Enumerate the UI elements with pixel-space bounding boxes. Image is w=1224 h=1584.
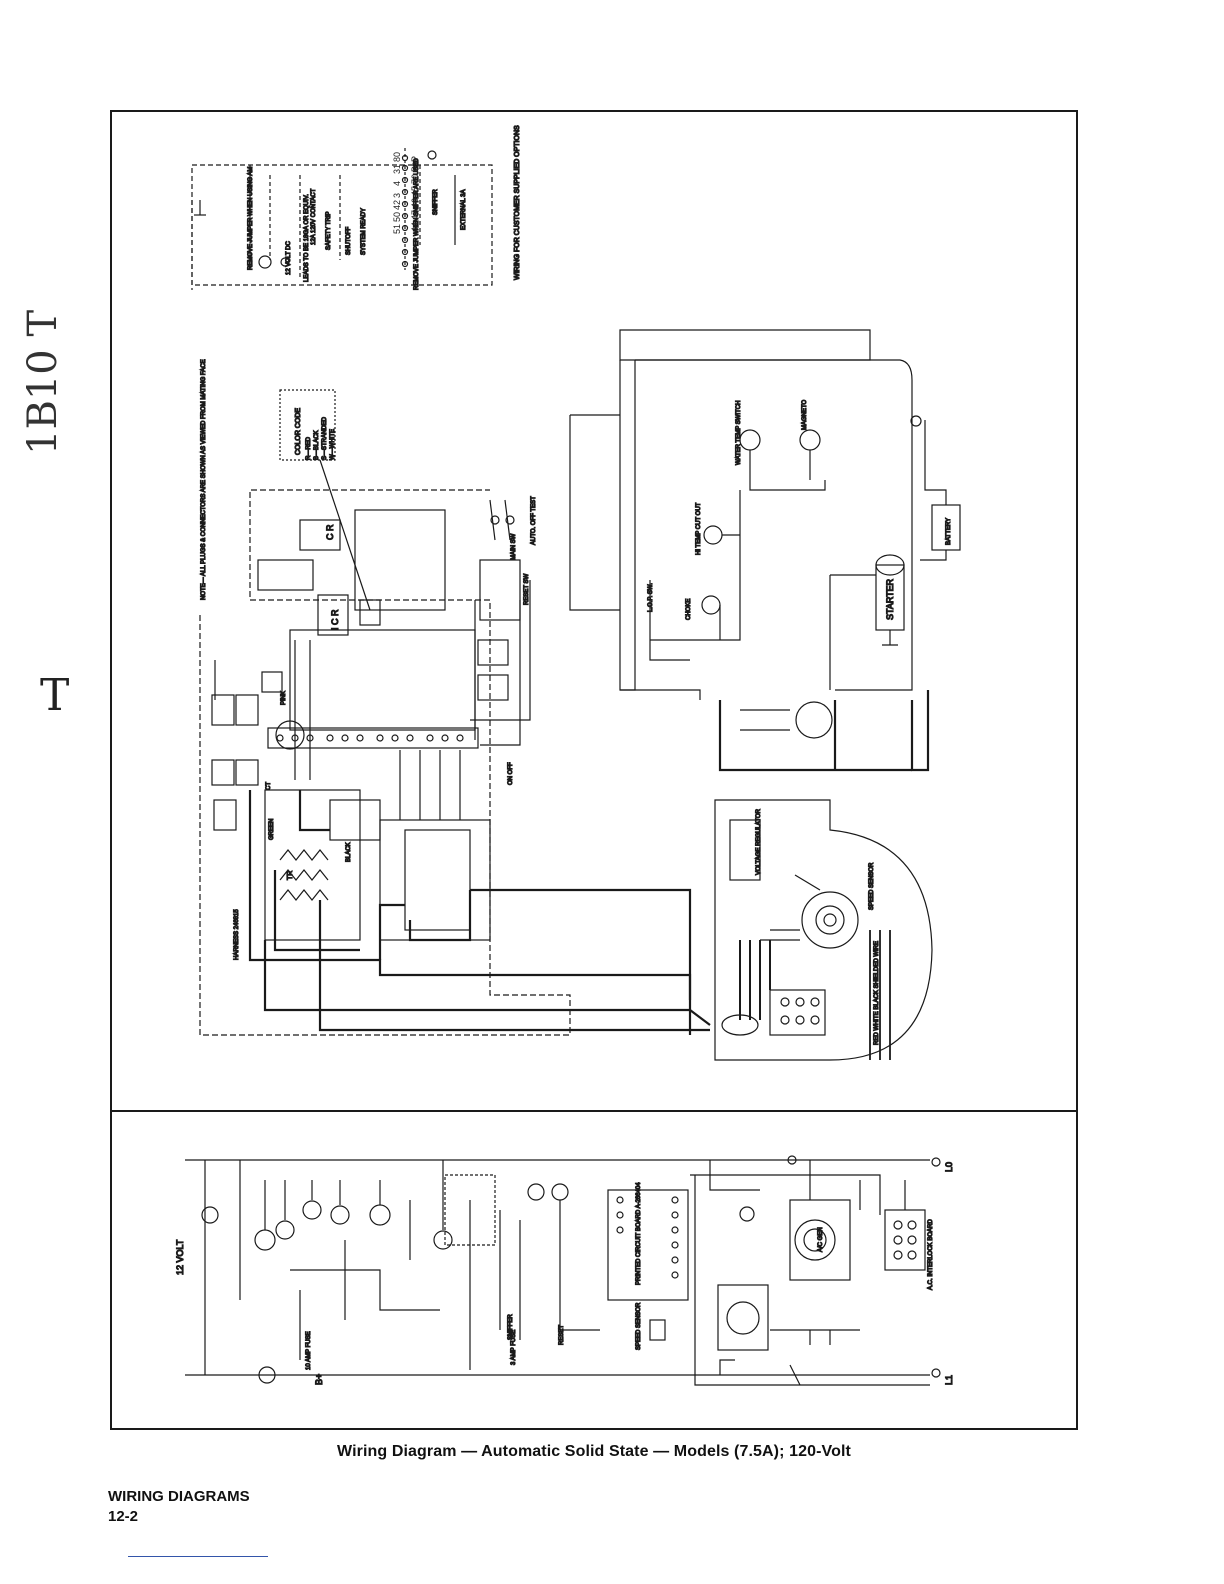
svg-text:4: 4 [392, 181, 402, 186]
svg-text:3: 3 [392, 193, 402, 198]
bottom-rule [128, 1556, 268, 1557]
label-speed-sensor: SPEED SENSOR [869, 862, 875, 910]
starter-solenoid [718, 690, 930, 772]
color-code-item-stranded: S—STRANDED [322, 416, 328, 460]
opt-label-shutoff: SHUTOFF [346, 226, 352, 255]
opt-label-ac-contact: 12A 120V CONTACT [311, 188, 317, 245]
printed-circuit-board [607, 1189, 689, 1341]
schem-label-reset: RESET [559, 1325, 565, 1345]
opt-label-volt-dc: 12 VOLT DC [286, 241, 292, 275]
schematic-rails [185, 1155, 941, 1378]
label-black: BLACK [346, 842, 352, 862]
schem-label-b-plus: B+ [314, 1374, 324, 1385]
control-panel-outline [199, 489, 571, 1036]
label-red-white-black: RED WHITE BLACK SHIELDED WIRE [874, 941, 880, 1045]
opt-label-remove-jumper-1: REMOVE JUMPER WHEN USING AM [248, 167, 254, 270]
customer-options-block [191, 150, 493, 290]
label-pink: PINK [281, 691, 287, 705]
label-water-temp: WATER TEMP SWITCH [736, 401, 742, 465]
schem-label-10amp: 10 AMP FUSE [306, 1331, 312, 1370]
label-lop-sw: L.O.P. SW. [648, 583, 654, 612]
svg-text:31: 31 [392, 164, 402, 174]
label-tr: TR [287, 871, 294, 880]
color-code-title: COLOR CODE [295, 408, 302, 455]
label-starter: STARTER [885, 578, 895, 620]
label-ct: CT [266, 782, 272, 790]
label-magneto: MAGNETO [802, 399, 808, 430]
svg-text:P: P [410, 156, 420, 162]
opt-label-sniffer: SNIFFER [433, 189, 439, 215]
switch-cluster [477, 499, 521, 701]
label-reset-sw: RESET SW [524, 573, 530, 605]
opt-label-system-ready: SYSTEM READY [361, 208, 367, 255]
schem-label-ac-gen: A/C GEN [818, 1227, 824, 1252]
plug-note: NOTE— ALL PLUGS & CONNECTORS ARE SHOWN A… [201, 359, 207, 600]
schematic-rungs [201, 1160, 600, 1384]
diagram-frame [110, 110, 1078, 1430]
starter-motor [829, 554, 905, 690]
color-code-item-white: W—WHITE [330, 429, 336, 460]
transformer-region [264, 789, 491, 941]
label-harness: HARNESS 246815 [234, 909, 240, 960]
svg-text:70: 70 [410, 174, 420, 184]
schem-label-ac-interlock: A.C. INTERLOCK BOARD [928, 1219, 934, 1290]
harness-wires [248, 790, 711, 1035]
label-battery: BATTERY [946, 518, 952, 545]
options-terminal-labels: P B+ 70 45 46 47 44 80 31 4 3 42 50 51 [392, 152, 420, 234]
opt-label-safety-trip: SAFETY TRIP [326, 212, 332, 250]
opt-label-external-3a: EXTERNAL 3A [461, 190, 467, 230]
color-code-box [279, 389, 371, 611]
label-hi-temp: HI TEMP CUT OUT [696, 502, 702, 555]
schem-label-pcb: PRINTED CIRCUIT BOARD A-266404 [636, 1182, 642, 1285]
svg-text:46: 46 [410, 198, 420, 208]
handwritten-margin-note: 1B10 T [20, 309, 66, 455]
figure-caption: Wiring Diagram — Automatic Solid State —… [337, 1443, 851, 1460]
options-title: WIRING FOR CUSTOMER SUPPLIED OPTIONS [514, 125, 521, 280]
color-code-item-red: R—RED [306, 436, 312, 460]
page-number: 12-2 [108, 1508, 139, 1525]
options-terminal-row [401, 148, 409, 270]
svg-text:B+: B+ [410, 161, 420, 172]
svg-text:80: 80 [392, 152, 402, 162]
schematic-ac-section [690, 1160, 930, 1386]
svg-text:42: 42 [392, 200, 402, 210]
schem-label-speed-sensor: SPEED SENSOR [636, 1302, 642, 1350]
label-icr: I C R [330, 609, 340, 630]
engine-sensors [649, 429, 826, 661]
label-on-off: ON OFF [508, 762, 514, 785]
opt-label-leads: LEADS TO BE 18GA OR EQUIV. [304, 194, 310, 282]
section-divider [110, 1110, 1078, 1112]
generator-housing [714, 799, 933, 1061]
schem-label-3amp: 3 AMP FUSE [511, 1330, 517, 1365]
label-cr: C R [325, 524, 335, 540]
schem-label-l0: L0 [944, 1162, 954, 1172]
label-green: GREEN [269, 819, 275, 840]
schem-label-l1: L1 [944, 1375, 954, 1385]
svg-text:44: 44 [410, 222, 420, 232]
label-choke: CHOKE [686, 599, 692, 620]
svg-text:51: 51 [392, 224, 402, 234]
schem-label-12-volt: 12 VOLT [175, 1239, 185, 1275]
label-main-sw: MAIN SW [511, 533, 517, 560]
battery [910, 415, 961, 561]
svg-text:47: 47 [410, 210, 420, 220]
svg-text:50: 50 [392, 212, 402, 222]
opt-label-remove-jumper-2: REMOVE JUMPER WHEN SNIFFER ARE USED [414, 158, 420, 290]
section-title: WIRING DIAGRAMS [108, 1488, 250, 1505]
schem-label-sniffer: SNIFFER [508, 1314, 514, 1340]
plug-connectors [211, 671, 283, 831]
color-code-item-black: B—BLACK [314, 430, 320, 460]
engine-outline [569, 329, 913, 700]
svg-text:45: 45 [410, 186, 420, 196]
handwritten-margin-mark: T [40, 670, 70, 721]
label-voltage-regulator: VOLTAGE REGULATOR [756, 808, 762, 875]
label-auto-off-test: AUTO. OFF TEST [531, 496, 537, 545]
panel-wires [214, 580, 531, 820]
terminal-strip-main [267, 720, 479, 750]
